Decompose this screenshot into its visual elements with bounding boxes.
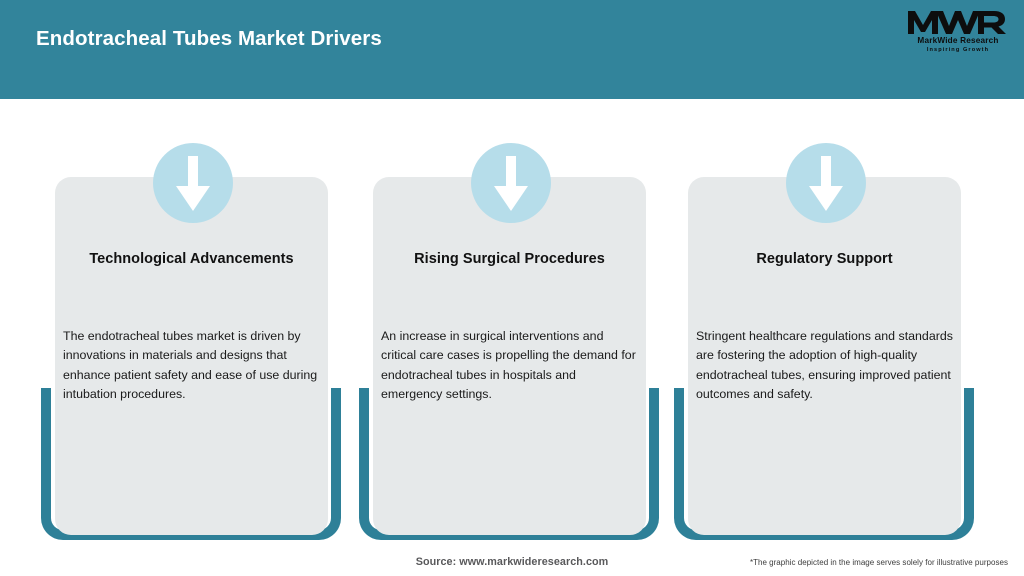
logo-tagline: Inspiring Growth (926, 47, 990, 53)
card-description: An increase in surgical interventions an… (381, 329, 636, 401)
driver-card-2[interactable]: Rising Surgical Procedures An increase i… (356, 99, 676, 540)
card-title: Rising Surgical Procedures (414, 251, 605, 267)
disclaimer-note: *The graphic depicted in the image serve… (749, 558, 1008, 567)
driver-card-3[interactable]: Regulatory Support Stringent healthcare … (671, 99, 991, 540)
page-header: Endotracheal Tubes Market Drivers MarkWi… (0, 0, 1024, 99)
page-title: Endotracheal Tubes Market Drivers (36, 27, 382, 50)
driver-card-1[interactable]: Technological Advancements The endotrach… (38, 99, 358, 540)
mwr-monogram-icon (908, 11, 1006, 34)
source-label: Source: www.markwideresearch.com (415, 556, 609, 568)
down-arrow-icon (471, 143, 551, 223)
card-description: The endotracheal tubes market is driven … (63, 329, 318, 401)
card-title: Technological Advancements (89, 251, 294, 267)
card-accent-frame (41, 388, 341, 540)
card-title: Regulatory Support (756, 251, 893, 267)
card-panel (373, 177, 646, 535)
card-panel (55, 177, 328, 535)
card-panel (688, 177, 961, 535)
drivers-card-row: Technological Advancements The endotrach… (0, 99, 1024, 540)
card-accent-frame (359, 388, 659, 540)
card-accent-frame (674, 388, 974, 540)
down-arrow-icon (153, 143, 233, 223)
logo-company-name: MarkWide Research (917, 36, 999, 45)
down-arrow-icon (786, 143, 866, 223)
card-description: Stringent healthcare regulations and sta… (696, 329, 953, 401)
brand-logo: MarkWide Research Inspiring Growth (906, 9, 1010, 57)
